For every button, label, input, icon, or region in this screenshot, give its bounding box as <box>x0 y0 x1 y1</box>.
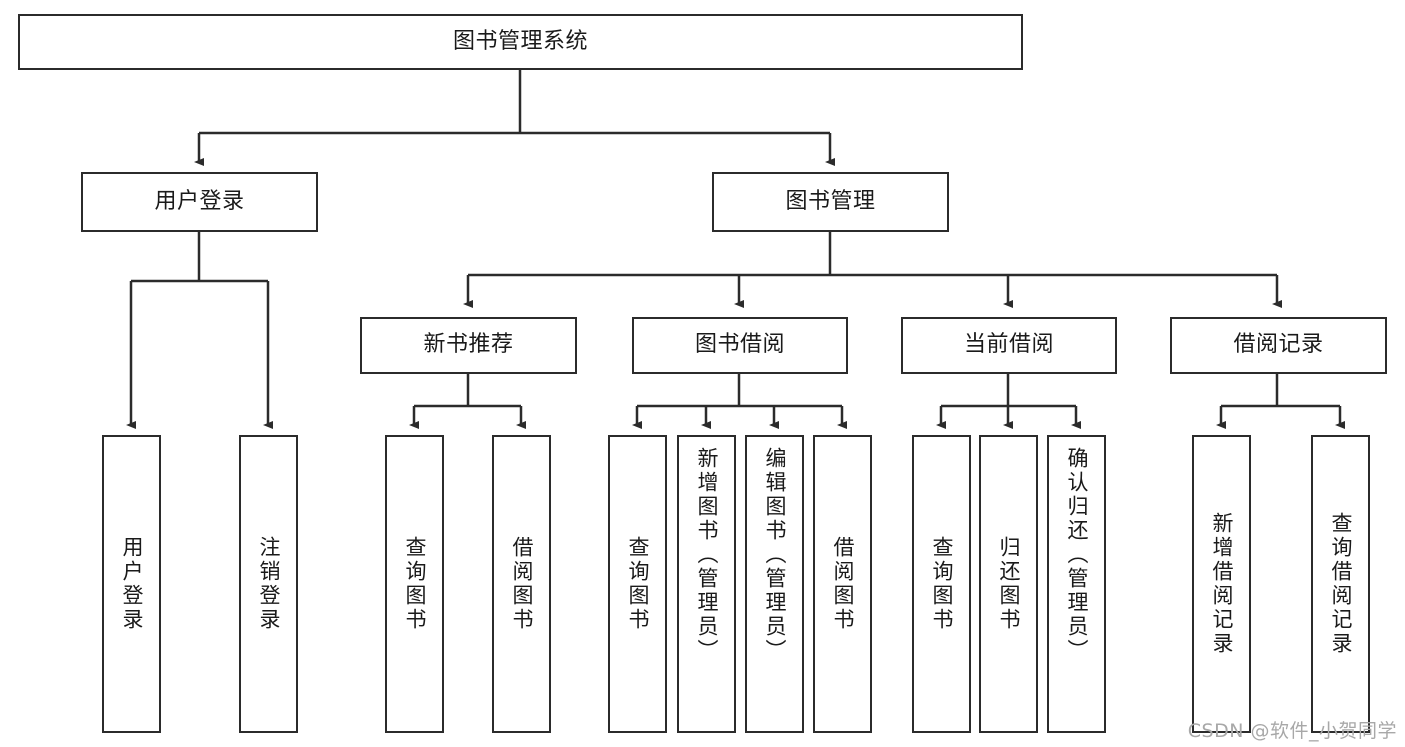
leaf-logout-label: 注销登录 <box>257 536 281 632</box>
node-book-manage[interactable]: 图书管理 <box>712 172 949 232</box>
leaf-borrow-book-1[interactable]: 借阅图书 <box>492 435 551 733</box>
leaf-query-book-3-label: 查询图书 <box>930 536 954 632</box>
node-book-manage-label: 图书管理 <box>785 188 876 214</box>
leaf-query-record[interactable]: 查询借阅记录 <box>1311 435 1370 733</box>
leaf-query-book-1-label: 查询图书 <box>403 536 427 632</box>
leaf-add-book[interactable]: 新增图书（管理员） <box>677 435 736 733</box>
node-new-book-rec[interactable]: 新书推荐 <box>360 317 577 374</box>
leaf-add-record-label: 新增借阅记录 <box>1210 512 1234 656</box>
node-user-login-label: 用户登录 <box>154 188 245 214</box>
watermark-text: CSDN @软件_小贺同学 <box>1187 720 1397 742</box>
leaf-user-login[interactable]: 用户登录 <box>102 435 161 733</box>
leaf-borrow-book-2-label: 借阅图书 <box>831 536 855 632</box>
leaf-edit-book-label: 编辑图书（管理员） <box>763 447 787 663</box>
leaf-confirm-return[interactable]: 确认归还（管理员） <box>1047 435 1106 733</box>
leaf-logout[interactable]: 注销登录 <box>239 435 298 733</box>
leaf-add-book-label: 新增图书（管理员） <box>695 447 719 663</box>
leaf-borrow-book-1-label: 借阅图书 <box>510 536 534 632</box>
leaf-query-record-label: 查询借阅记录 <box>1329 512 1353 656</box>
leaf-confirm-return-label: 确认归还（管理员） <box>1065 447 1089 663</box>
node-borrow-record-label: 借阅记录 <box>1233 332 1324 358</box>
leaf-query-book-1[interactable]: 查询图书 <box>385 435 444 733</box>
leaf-query-book-2[interactable]: 查询图书 <box>608 435 667 733</box>
node-root[interactable]: 图书管理系统 <box>18 14 1023 70</box>
leaf-query-book-2-label: 查询图书 <box>626 536 650 632</box>
leaf-borrow-book-2[interactable]: 借阅图书 <box>813 435 872 733</box>
leaf-edit-book[interactable]: 编辑图书（管理员） <box>745 435 804 733</box>
leaf-add-record[interactable]: 新增借阅记录 <box>1192 435 1251 733</box>
leaf-query-book-3[interactable]: 查询图书 <box>912 435 971 733</box>
node-root-label: 图书管理系统 <box>452 28 588 54</box>
node-current-borrow-label: 当前借阅 <box>963 332 1054 358</box>
node-book-borrow-label: 图书借阅 <box>694 332 785 358</box>
node-borrow-record[interactable]: 借阅记录 <box>1170 317 1387 374</box>
node-new-book-rec-label: 新书推荐 <box>423 332 514 358</box>
leaf-user-login-label: 用户登录 <box>120 536 144 632</box>
node-book-borrow[interactable]: 图书借阅 <box>632 317 848 374</box>
node-user-login[interactable]: 用户登录 <box>81 172 318 232</box>
leaf-return-book[interactable]: 归还图书 <box>979 435 1038 733</box>
node-current-borrow[interactable]: 当前借阅 <box>901 317 1117 374</box>
leaf-return-book-label: 归还图书 <box>997 536 1021 632</box>
